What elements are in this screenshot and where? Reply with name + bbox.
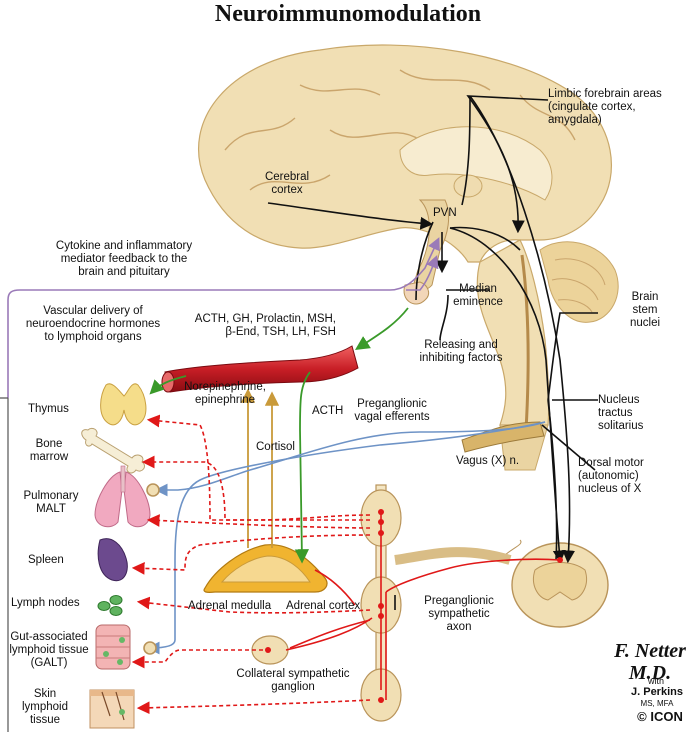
label-releasing-factors: Releasing and inhibiting factors (419, 339, 503, 364)
label-lymph-nodes: Lymph nodes (11, 597, 80, 609)
label-spleen: Spleen (28, 554, 64, 566)
label-galt: Gut-associated lymphoid tissue (GALT) (9, 631, 89, 669)
lungs-organ (94, 465, 151, 528)
label-cytokine-feedback: Cytokine and inflammatory mediator feedb… (55, 240, 193, 278)
figure-title: Neuroimmunomodulation (214, 1, 482, 27)
leader-lines (267, 95, 598, 610)
label-adrenal-medulla: Adrenal medulla (188, 600, 272, 612)
label-adrenal-cortex: Adrenal cortex (286, 600, 361, 612)
label-preganglionic-vagal: Preganglionic vagal efferents (354, 398, 430, 423)
gut-organ (95, 624, 131, 670)
label-nucleus-tractus: Nucleus tractus solitarius (598, 394, 644, 432)
spleen-organ (97, 538, 128, 582)
label-dorsal-motor: Dorsal motor (autonomic) nucleus of X (578, 457, 644, 495)
label-bone-marrow: Bone marrow (29, 438, 69, 463)
thymus-organ (100, 383, 147, 426)
label-median-eminence: Median eminence (453, 283, 503, 308)
signature-collaborator: J. Perkins (631, 686, 683, 698)
sympathetic-paths (131, 414, 563, 715)
label-cortisol: Cortisol (256, 441, 295, 453)
label-hormones: ACTH, GH, Prolactin, MSH, β-End, TSH, LH… (194, 313, 336, 338)
artist-signature: F. Netter M.D. (614, 640, 686, 684)
acth-paths (149, 307, 409, 564)
signature-credentials: MS, MFA (640, 699, 674, 708)
cytokine-feedback-branch (406, 255, 439, 291)
label-brain-stem-nuclei: Brain stem nuclei (629, 291, 661, 329)
label-thymus: Thymus (28, 403, 69, 415)
label-collateral-ganglion: Collateral sympathetic ganglion (236, 668, 350, 693)
label-skin-lymphoid: Skin lymphoid tissue (21, 688, 69, 726)
lymph-nodes-organ (97, 595, 123, 616)
left-bracket (0, 397, 9, 732)
bone-organ (81, 427, 145, 474)
signature-with: with (647, 676, 664, 686)
label-preganglionic-sympathetic: Preganglionic sympathetic axon (424, 595, 494, 633)
label-norepinephrine: Norepinephrine, epinephrine (184, 381, 266, 406)
label-pvn: PVN (433, 207, 457, 219)
label-pulmonary-malt: Pulmonary MALT (23, 490, 79, 515)
label-vagus: Vagus (X) n. (456, 455, 520, 467)
label-cerebral-cortex: Cerebral cortex (264, 171, 310, 196)
skin-organ (89, 689, 135, 729)
cytokine-feedback-path (7, 237, 440, 398)
label-vascular-delivery: Vascular delivery of neuroendocrine horm… (25, 305, 161, 343)
adrenal-gland (203, 544, 328, 593)
label-limbic-forebrain: Limbic forebrain areas (cingulate cortex… (548, 88, 662, 126)
spinal-cord-section (499, 539, 609, 628)
copyright-mark: © ICON (637, 709, 683, 724)
label-acth: ACTH (312, 405, 344, 417)
